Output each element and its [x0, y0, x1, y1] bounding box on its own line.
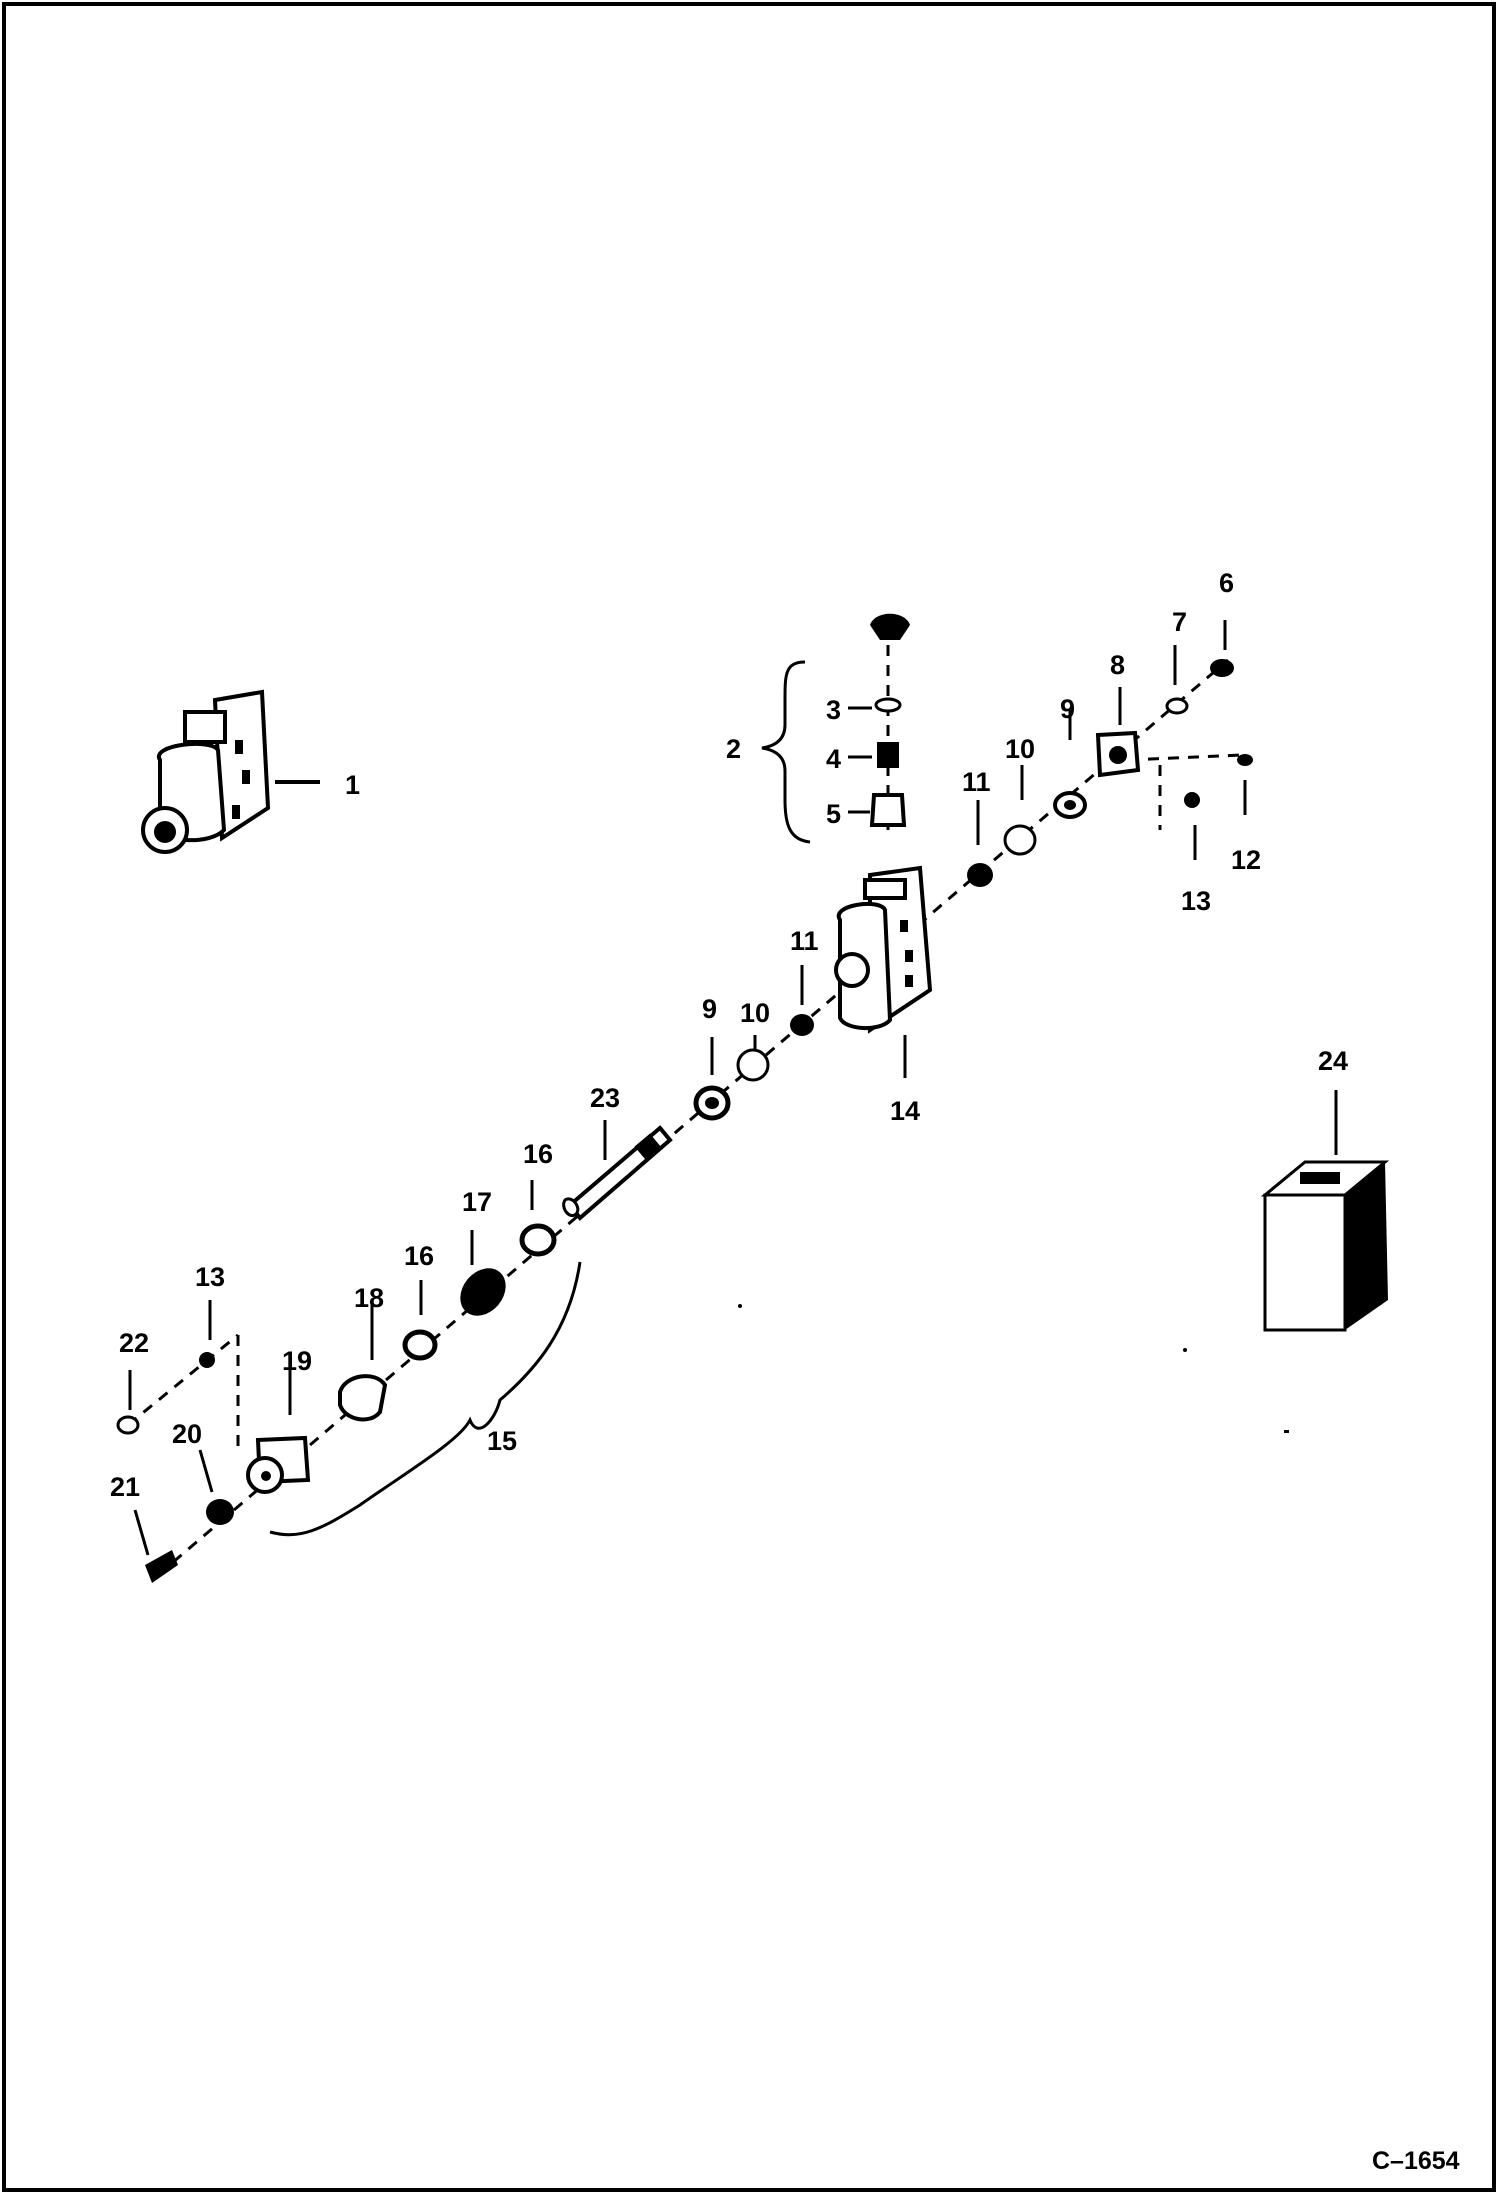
callout-9: 9 — [1060, 694, 1075, 724]
right-end-parts-6-13 — [967, 620, 1253, 887]
left-end-parts-13-20-21-22 — [116, 1300, 234, 1583]
callout-13: 13 — [195, 1262, 225, 1292]
callout-22: 22 — [119, 1328, 149, 1358]
callout-19: 19 — [282, 1346, 312, 1376]
callout-8: 8 — [1110, 650, 1125, 680]
speck — [738, 1304, 742, 1308]
callout-21: 21 — [110, 1472, 140, 1502]
callout-14: 14 — [890, 1096, 920, 1126]
speck — [1183, 1348, 1187, 1352]
callout-17: 17 — [462, 1187, 492, 1217]
callout-11: 11 — [790, 926, 819, 956]
callout-18: 18 — [354, 1283, 384, 1313]
callout-15: 15 — [487, 1426, 517, 1456]
relief-valve-parts-2-5 — [761, 613, 910, 844]
callout-24: 24 — [1318, 1046, 1348, 1076]
callout-labels: 1 2 3 4 5 6 7 8 9 10 11 12 13 14 11 10 9… — [110, 568, 1348, 1502]
valve-body-part-14 — [834, 865, 933, 1078]
callout-11: 11 — [962, 767, 991, 797]
assembly-axis — [127, 625, 1243, 1577]
brace-part-2 — [761, 660, 811, 844]
callout-3: 3 — [826, 695, 841, 725]
callout-5: 5 — [826, 799, 841, 829]
callout-16: 16 — [523, 1139, 553, 1169]
callout-12: 12 — [1231, 845, 1261, 875]
spool-parts-15-23 — [246, 1120, 673, 1537]
callout-23: 23 — [590, 1083, 620, 1113]
speck — [1284, 1430, 1289, 1433]
decal-kit-part-24 — [1260, 1090, 1390, 1332]
callout-16: 16 — [404, 1241, 434, 1271]
callout-1: 1 — [345, 770, 360, 800]
valve-assembly-part-1 — [141, 689, 320, 854]
callout-9: 9 — [702, 994, 717, 1024]
figure-id: C–1654 — [1372, 2147, 1460, 2175]
callout-20: 20 — [172, 1419, 202, 1449]
callout-7: 7 — [1172, 607, 1187, 637]
callout-6: 6 — [1219, 568, 1234, 598]
callout-2: 2 — [726, 734, 741, 764]
callout-10: 10 — [1005, 734, 1035, 764]
callout-10: 10 — [740, 998, 770, 1028]
middle-parts-9-11 — [693, 965, 814, 1121]
brace-part-15 — [269, 1261, 582, 1537]
callout-4: 4 — [826, 744, 841, 774]
callout-13: 13 — [1181, 886, 1211, 916]
